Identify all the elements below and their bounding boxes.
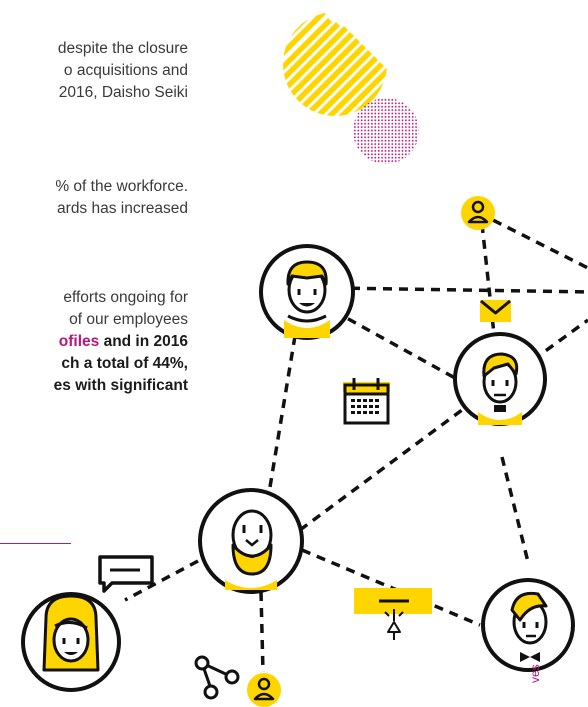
divider-rule [0,543,71,544]
dotted-circle-decoration [353,98,419,164]
person-badge-icon [247,673,281,707]
avatar-woman [21,592,121,692]
text-line: of our employees [69,311,188,328]
text-line: despite the closure [57,40,188,57]
paragraph-employees: efforts ongoing for of our employees ofi… [54,287,188,397]
text-fragment: and in 2016 [99,333,188,350]
text-line-bold: es with significant [53,377,188,394]
connection-lines [124,211,588,673]
avatar-man-bowtie [481,578,575,672]
calendar-icon [343,378,390,425]
avatar-man-smiling [259,244,355,340]
text-line: 2016, Daisho Seiki [58,84,188,101]
paragraph-workforce: % of the workforce. ards has increased [55,176,188,220]
highlight-link-text[interactable]: ofiles [58,333,100,350]
text-line: o acquisitions and [63,62,188,79]
text-line-bold: ch a total of 44%, [61,355,188,372]
text-line: efforts ongoing for [63,289,188,306]
avatar-man-bearded [198,488,304,594]
chat-bubble-icon [98,555,154,593]
paragraph-acquisitions: despite the closure o acquisitions and 2… [58,38,188,104]
person-badge-icon [461,196,495,230]
text-line: ards has increased [57,200,188,217]
side-label: ves [528,664,542,683]
avatar-man-neutral [453,332,547,426]
envelope-icon [480,299,511,322]
text-line: % of the workforce. [55,178,188,195]
share-icon [194,655,240,700]
text-line-bold: ofiles and in 2016 [54,331,188,353]
click-cursor-icon [354,588,432,640]
